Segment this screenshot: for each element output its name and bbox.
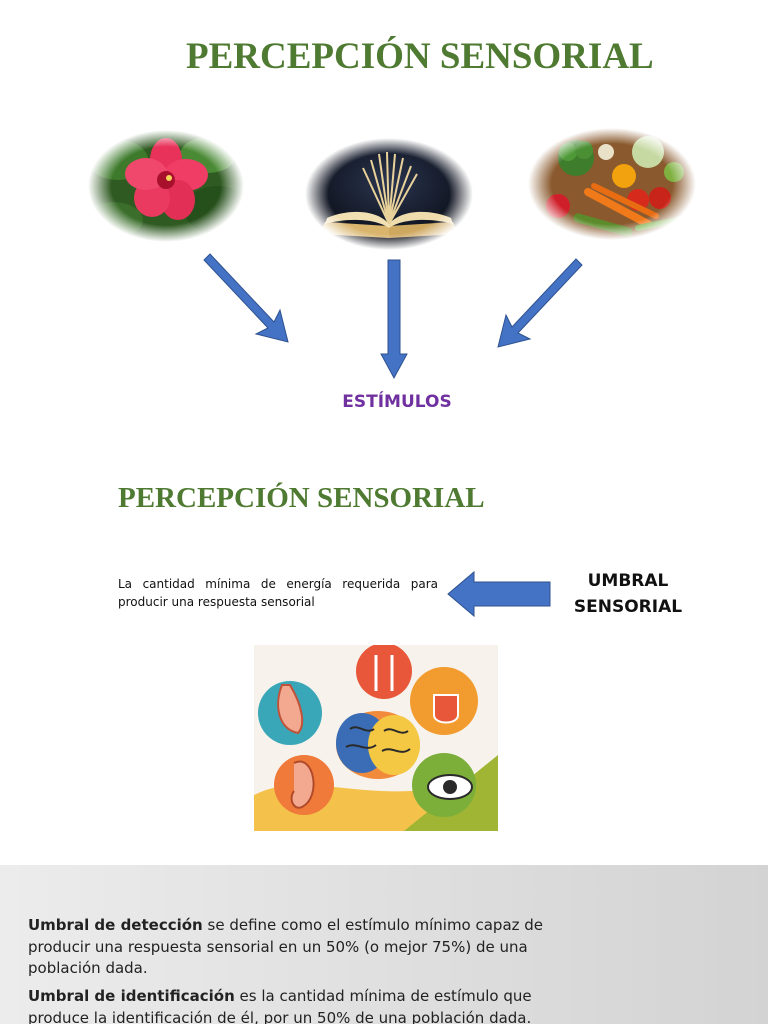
arrow-left [447, 570, 551, 618]
umbral-line1: UMBRAL [587, 571, 669, 591]
book-image [305, 138, 473, 250]
umbral-sensorial-label: UMBRAL SENSORIAL [560, 568, 696, 620]
bullet-text: se define como el estímulo mínimo capaz … [28, 916, 544, 977]
slide1-title: PERCEPCIÓN SENSORIAL [186, 36, 654, 77]
threshold-definition: La cantidad mínima de energía requerida … [118, 577, 438, 609]
stimuli-label: ESTÍMULOS [342, 392, 452, 412]
arrow-down-right [203, 253, 289, 343]
slide2-title: PERCEPCIÓN SENSORIAL [118, 482, 485, 514]
umbral-line2: SENSORIAL [573, 597, 683, 617]
slide-umbral-sensorial: PERCEPCIÓN SENSORIAL La cantidad mínima … [0, 440, 768, 865]
bullet-text: es la cantidad mínima de estímulo que pr… [28, 987, 532, 1024]
bullet-identification: Umbral de identificación es la cantidad … [28, 986, 558, 1024]
bullet-term: Umbral de detección [28, 916, 203, 934]
slide-estimulos: PERCEPCIÓN SENSORIAL [0, 0, 768, 440]
arrow-down-left [497, 258, 583, 348]
bullet-term: Umbral de identificación [28, 987, 235, 1005]
threshold-bullet-list: Umbral de detección se define como el es… [28, 915, 558, 1024]
bullet-detection: Umbral de detección se define como el es… [28, 915, 558, 979]
senses-illustration [254, 645, 498, 831]
vegetables-image [528, 128, 696, 240]
arrow-down [380, 259, 408, 380]
slide-umbrales: Umbral de detección se define como el es… [0, 865, 768, 1024]
flower-image [88, 130, 244, 242]
